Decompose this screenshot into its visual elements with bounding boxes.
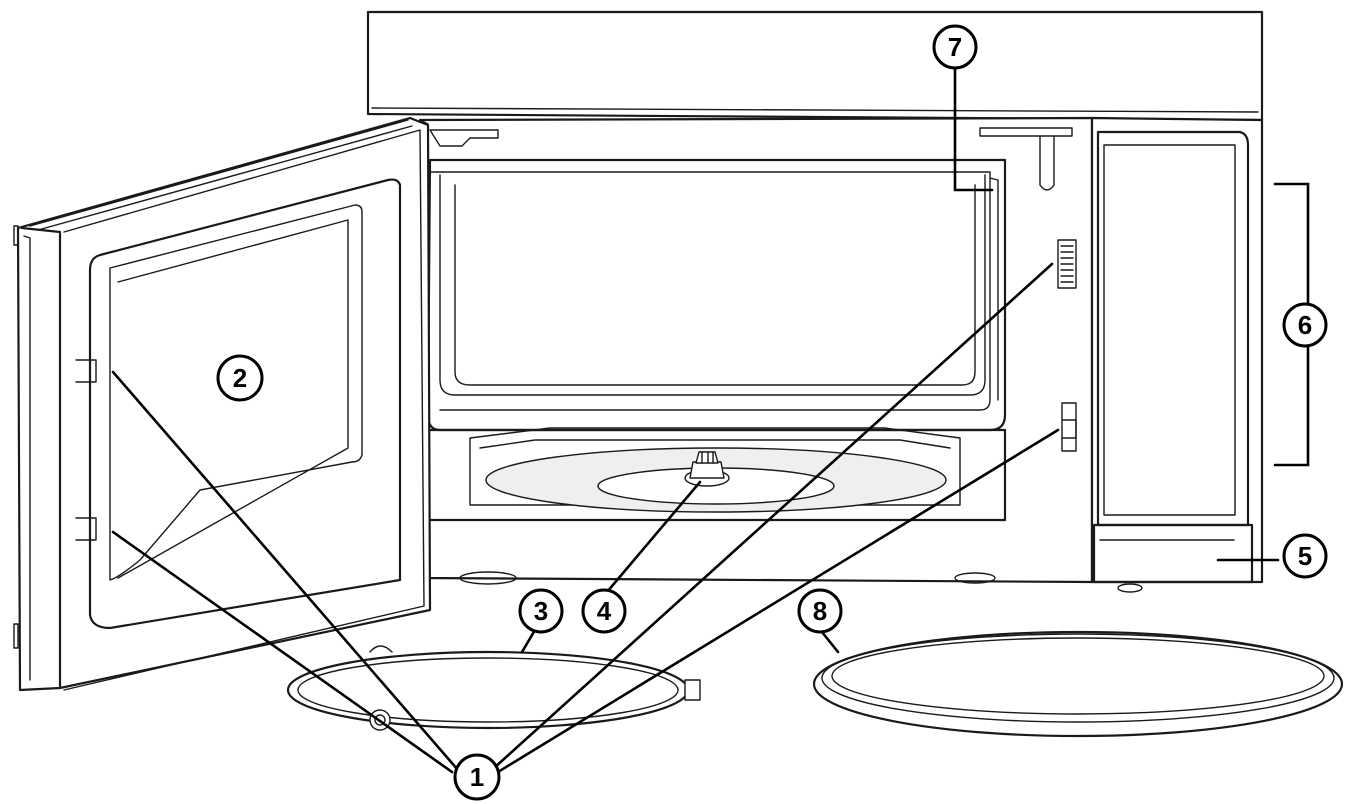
callout-7: 7 xyxy=(932,24,978,70)
hinge-slot-right xyxy=(979,127,1073,137)
glass-tray xyxy=(812,630,1344,738)
callout-4: 4 xyxy=(581,588,627,634)
callout-8: 8 xyxy=(797,588,843,634)
callout-circle xyxy=(453,753,501,801)
roller-ring xyxy=(286,645,701,731)
callout-circle xyxy=(518,588,564,634)
callout-3: 3 xyxy=(518,588,564,634)
callout-label: 1 xyxy=(470,762,484,792)
callout-label: 6 xyxy=(1298,310,1312,340)
microwave-body xyxy=(366,10,1264,593)
callout-5: 5 xyxy=(1282,533,1328,579)
callout-6: 6 xyxy=(1282,302,1328,348)
callout-circle xyxy=(932,24,978,70)
hinge-slot-left xyxy=(429,129,499,147)
top-housing xyxy=(366,10,1264,122)
callout-circle xyxy=(216,354,264,402)
leader-lines xyxy=(111,66,1310,774)
interlock-latch-lower xyxy=(1061,402,1077,452)
callout-circle xyxy=(1282,302,1328,348)
front-frame xyxy=(418,116,1094,584)
control-panel xyxy=(1090,116,1264,584)
door-release-button xyxy=(1092,523,1254,584)
callout-circle xyxy=(581,588,627,634)
callout-2: 2 xyxy=(216,354,264,402)
callout-label: 4 xyxy=(597,596,612,626)
callout-label: 3 xyxy=(534,596,548,626)
oven-door xyxy=(13,116,432,692)
door-window xyxy=(88,178,402,630)
callout-circle xyxy=(797,588,843,634)
callout-circle xyxy=(1282,533,1328,579)
callout-label: 5 xyxy=(1298,541,1312,571)
callout-1: 1 xyxy=(453,753,501,801)
drive-coupler xyxy=(684,451,730,487)
callout-label: 2 xyxy=(233,363,247,393)
door-hook-lower xyxy=(75,517,97,541)
callout-label: 7 xyxy=(948,32,962,62)
door-hook-upper xyxy=(75,359,97,383)
interlock-vent-upper xyxy=(1057,239,1077,289)
callout-label: 8 xyxy=(813,596,827,626)
